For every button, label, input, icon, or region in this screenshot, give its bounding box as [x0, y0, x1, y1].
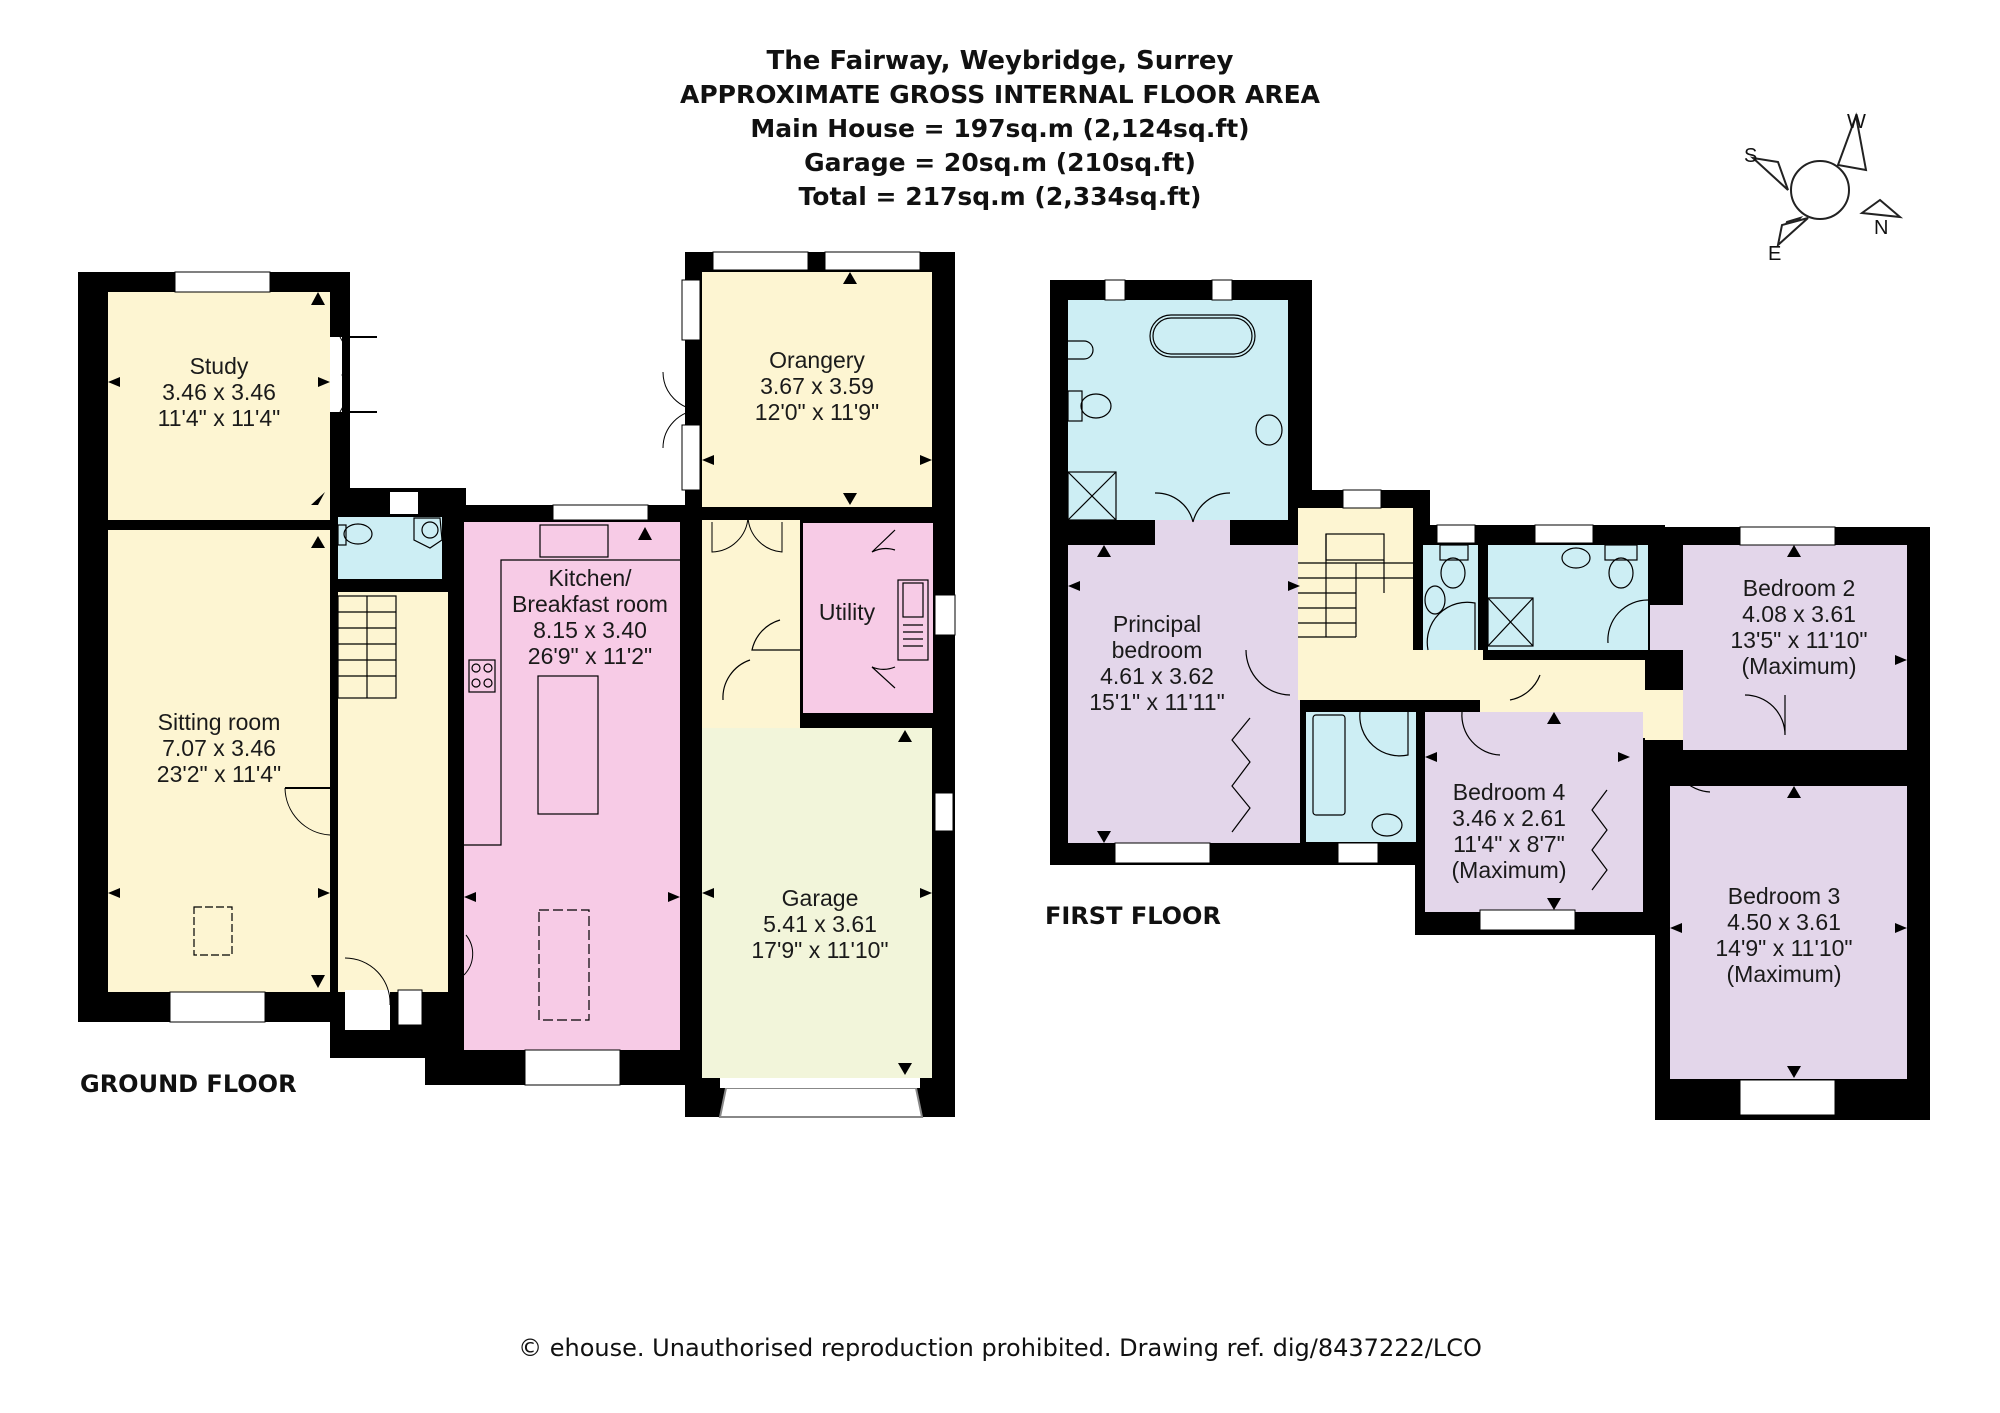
bedroom3-metric: 4.50 x 3.61	[1727, 909, 1841, 935]
room-bedroom-4	[1425, 712, 1643, 912]
room-family-bathroom	[1306, 712, 1416, 842]
principal-name-2: bedroom	[1112, 637, 1203, 663]
garage-name: Garage	[782, 885, 859, 911]
compass-w: W	[1847, 111, 1866, 133]
room-utility	[803, 523, 933, 713]
room-wc	[338, 517, 442, 579]
room-study	[108, 292, 330, 520]
compass-rose-icon: W S N E	[1744, 111, 1904, 265]
bedroom2-name: Bedroom 2	[1743, 575, 1856, 601]
principal-name-1: Principal	[1113, 611, 1201, 637]
orangery-metric: 3.67 x 3.59	[760, 373, 874, 399]
orangery-imperial: 12'0" x 11'9"	[755, 399, 879, 425]
garage-metric: 5.41 x 3.61	[763, 911, 877, 937]
room-shower-wc	[1423, 545, 1478, 650]
sitting-name: Sitting room	[158, 709, 281, 735]
total-area: Total = 217sq.m (2,334sq.ft)	[798, 182, 1202, 211]
bedroom3-note: (Maximum)	[1727, 961, 1842, 987]
room-kitchen	[464, 522, 680, 1050]
bedroom4-metric: 3.46 x 2.61	[1452, 805, 1566, 831]
bedroom2-imperial: 13'5" x 11'10"	[1730, 627, 1867, 653]
bedroom4-name: Bedroom 4	[1453, 779, 1566, 805]
bedroom4-note: (Maximum)	[1452, 857, 1567, 883]
first-floor-label: FIRST FLOOR	[1045, 902, 1221, 930]
study-metric: 3.46 x 3.46	[162, 379, 276, 405]
garage-imperial: 17'9" x 11'10"	[751, 937, 888, 963]
room-bedroom-3	[1670, 786, 1907, 1079]
copyright-footer: © ehouse. Unauthorised reproduction proh…	[518, 1334, 1482, 1362]
bedroom3-name: Bedroom 3	[1728, 883, 1841, 909]
first-floor-plan: Principal bedroom 4.61 x 3.62 15'1" x 11…	[1050, 279, 1930, 1120]
compass-n: N	[1874, 217, 1888, 239]
room-bedroom-2	[1683, 545, 1907, 750]
kitchen-name-2: Breakfast room	[512, 591, 668, 617]
room-garage	[702, 728, 932, 1078]
floor-area-header: The Fairway, Weybridge, Surrey APPROXIMA…	[600, 44, 1400, 214]
compass-e: E	[1768, 243, 1781, 265]
bedroom2-note: (Maximum)	[1742, 653, 1857, 679]
room-principal-bedroom	[1068, 545, 1300, 843]
sitting-imperial: 23'2" x 11'4"	[157, 761, 281, 787]
ground-floor-plan: Study 3.46 x 3.46 11'4" x 11'4" Sitting …	[78, 251, 956, 1118]
room-sitting	[108, 530, 330, 992]
study-imperial: 11'4" x 11'4"	[158, 405, 281, 431]
main-house-area: Main House = 197sq.m (2,124sq.ft)	[750, 114, 1250, 143]
sitting-metric: 7.07 x 3.46	[162, 735, 276, 761]
compass-s: S	[1744, 145, 1757, 167]
room-hall	[338, 592, 448, 992]
utility-name: Utility	[819, 599, 876, 625]
kitchen-name-1: Kitchen/	[548, 565, 632, 591]
principal-imperial: 15'1" x 11'11"	[1089, 689, 1225, 715]
property-title: The Fairway, Weybridge, Surrey	[766, 46, 1234, 76]
area-subtitle: APPROXIMATE GROSS INTERNAL FLOOR AREA	[679, 80, 1321, 109]
bedroom2-metric: 4.08 x 3.61	[1742, 601, 1856, 627]
ground-floor-label: GROUND FLOOR	[80, 1070, 297, 1098]
orangery-name: Orangery	[769, 347, 865, 373]
room-inner-hall	[702, 520, 800, 730]
bedroom3-imperial: 14'9" x 11'10"	[1715, 935, 1852, 961]
principal-metric: 4.61 x 3.62	[1100, 663, 1214, 689]
study-name: Study	[190, 353, 249, 379]
kitchen-imperial: 26'9" x 11'2"	[528, 643, 652, 669]
room-orangery	[702, 272, 932, 507]
kitchen-metric: 8.15 x 3.40	[533, 617, 647, 643]
bedroom4-imperial: 11'4" x 8'7"	[1453, 831, 1565, 857]
garage-area: Garage = 20sq.m (210sq.ft)	[804, 148, 1196, 177]
